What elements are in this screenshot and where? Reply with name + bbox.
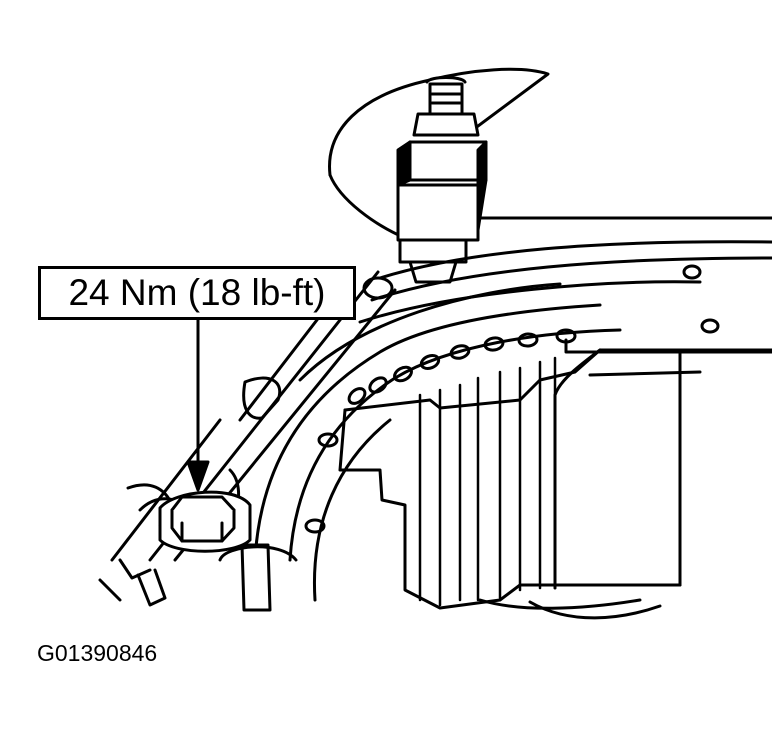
vent-stud	[396, 76, 488, 284]
lower-post	[240, 543, 272, 612]
case-outer-edge	[378, 240, 772, 280]
clutch-splines	[418, 356, 557, 607]
callout-arrowhead	[186, 460, 210, 492]
figure-id-label: G01390846	[37, 640, 158, 666]
torque-callout-box: 24 Nm (18 lb-ft)	[38, 266, 356, 320]
drain-bolt	[170, 495, 236, 543]
clutch-cavity	[343, 348, 772, 412]
housing-flange	[253, 303, 602, 562]
flange-bolt-holes	[304, 264, 720, 534]
torque-specification: 24 Nm (18 lb-ft)	[68, 272, 326, 313]
